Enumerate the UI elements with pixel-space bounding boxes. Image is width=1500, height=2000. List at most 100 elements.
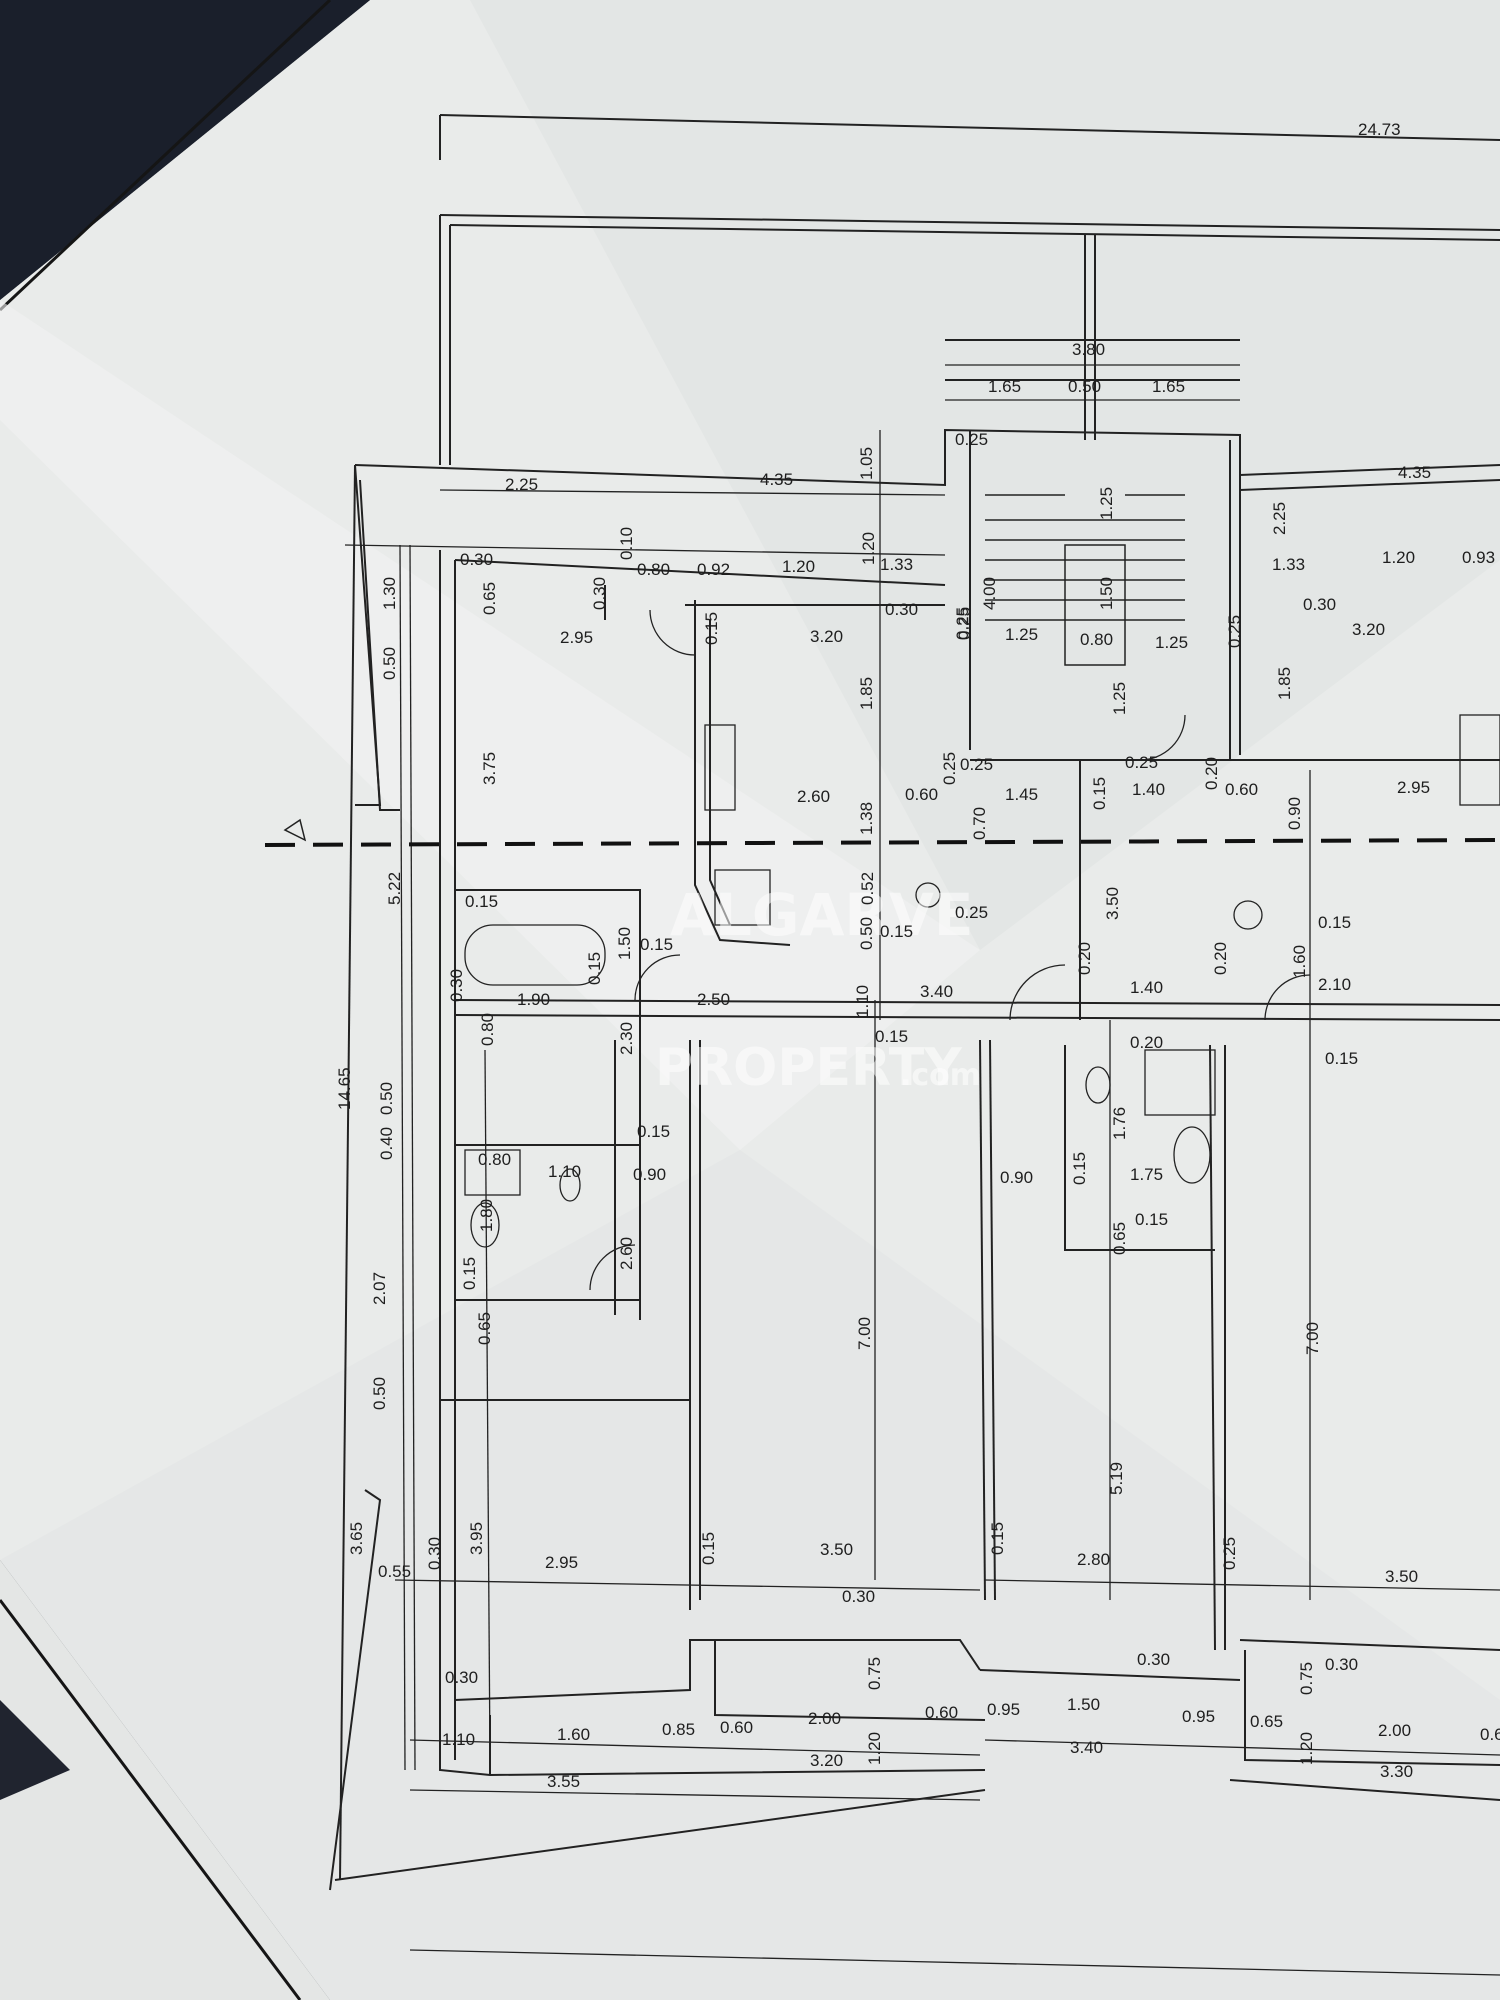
dim-label: 0.95 bbox=[987, 1700, 1020, 1719]
dim-label: 0.30 bbox=[447, 969, 466, 1002]
dim-label: 0.65 bbox=[1250, 1712, 1283, 1731]
dim-label: 3.20 bbox=[1352, 620, 1385, 639]
dim-label: 2.60 bbox=[617, 1237, 636, 1270]
dim-label: 3.30 bbox=[1380, 1762, 1413, 1781]
dim-label: 0.75 bbox=[865, 1657, 884, 1690]
dim-label: 0.95 bbox=[1182, 1707, 1215, 1726]
dimension-labels: 24.73 3.80 1.65 0.50 1.65 0.25 1.50 1.25… bbox=[335, 120, 1500, 1791]
dim-label: 2.30 bbox=[617, 1022, 636, 1055]
fixtures bbox=[464, 609, 1500, 1291]
dim-label: 0.30 bbox=[590, 577, 609, 610]
dim-label: 0.55 bbox=[378, 1562, 411, 1581]
dim-label: 0.70 bbox=[970, 807, 989, 840]
dim-label: 0.25 bbox=[955, 903, 988, 922]
dim-label: 1.90 bbox=[517, 990, 550, 1009]
dim-label: 3.50 bbox=[1385, 1567, 1418, 1586]
dim-label: 0.40 bbox=[377, 1127, 396, 1160]
dim-label: 0.80 bbox=[478, 1013, 497, 1046]
dim-label: 0.60 bbox=[905, 785, 938, 804]
dim-label: 1.76 bbox=[1110, 1107, 1129, 1140]
dim-label: 0.30 bbox=[425, 1537, 444, 1570]
dim-label: 1.20 bbox=[1297, 1732, 1316, 1765]
dim-label: 5.22 bbox=[385, 872, 404, 905]
dim-label: 0.60 bbox=[925, 1703, 958, 1722]
dim-label: 1.10 bbox=[548, 1162, 581, 1181]
toilet-left-icon bbox=[559, 1168, 581, 1202]
dim-label: 1.60 bbox=[1290, 945, 1309, 978]
dim-label: 2.60 bbox=[797, 787, 830, 806]
dim-label: 0.52 bbox=[858, 872, 877, 905]
dim-label: 1.75 bbox=[1130, 1165, 1163, 1184]
dim-label: 3.20 bbox=[810, 1751, 843, 1770]
dim-label: 3.55 bbox=[547, 1772, 580, 1791]
dim-label: 2.25 bbox=[505, 475, 538, 494]
dim-overall-width: 24.73 bbox=[1358, 120, 1401, 139]
dim-label: 0.25 bbox=[955, 430, 988, 449]
dim-label: 5.19 bbox=[1107, 1462, 1126, 1495]
dim-label: 1.40 bbox=[1132, 780, 1165, 799]
door-swing bbox=[649, 609, 696, 656]
bathtub-icon bbox=[464, 924, 606, 986]
dim-label: 1.10 bbox=[853, 985, 872, 1018]
shower-tray-icon bbox=[1144, 1049, 1216, 1116]
dim-label: 0.25 bbox=[953, 607, 972, 640]
dim-label: 0.30 bbox=[1137, 1650, 1170, 1669]
watermark-line2: PROPERTY bbox=[655, 1038, 963, 1098]
dim-label: 0.50 bbox=[377, 1082, 396, 1115]
dim-label: 1.85 bbox=[857, 677, 876, 710]
basin-left-icon bbox=[470, 1202, 500, 1248]
dim-label: 1.38 bbox=[857, 802, 876, 835]
dim-label: 2.00 bbox=[1378, 1721, 1411, 1740]
dim-label: 1.25 bbox=[1110, 682, 1129, 715]
dim-label: 0.15 bbox=[637, 1122, 670, 1141]
dim-label: 0.15 bbox=[460, 1257, 479, 1290]
dim-label: 0.10 bbox=[617, 527, 636, 560]
door-swing bbox=[1139, 714, 1186, 761]
dim-label: 3.95 bbox=[467, 1522, 486, 1555]
kitchen-sink-right-icon bbox=[1459, 714, 1500, 806]
dim-label: 0.30 bbox=[842, 1587, 875, 1606]
dim-label: 0.60 bbox=[1225, 780, 1258, 799]
fold-shade bbox=[470, 0, 1500, 950]
dim-label: 1.40 bbox=[1130, 978, 1163, 997]
dim-label: 1.50 bbox=[1097, 577, 1116, 610]
boiler-right-icon bbox=[1233, 900, 1263, 930]
dim-label: 4.35 bbox=[1398, 463, 1431, 482]
dim-label: 2.50 bbox=[697, 990, 730, 1009]
door-swing bbox=[1009, 964, 1066, 1021]
dim-label: 0.65 bbox=[1110, 1222, 1129, 1255]
dim-label: 1.65 bbox=[1152, 377, 1185, 396]
dim-label: 1.20 bbox=[1382, 548, 1415, 567]
dim-label: 0.30 bbox=[885, 600, 918, 619]
dim-label: 1.20 bbox=[782, 557, 815, 576]
dim-label: 1.85 bbox=[1275, 667, 1294, 700]
watermark-suffix: .com bbox=[900, 1058, 981, 1093]
dim-label: 0.80 bbox=[637, 560, 670, 579]
dim-stair-total: 3.80 bbox=[1072, 340, 1105, 359]
dim-label: 0.25 bbox=[940, 752, 959, 785]
dim-label: 1.50 bbox=[615, 927, 634, 960]
dimension-lines bbox=[344, 364, 1500, 1976]
dim-label: 0.65 bbox=[475, 1312, 494, 1345]
dim-label: 0.6 bbox=[1480, 1725, 1500, 1744]
dim-label: 1.10 bbox=[442, 1730, 475, 1749]
door-swing bbox=[589, 1244, 636, 1291]
dim-label: 1.25 bbox=[1005, 625, 1038, 644]
dim-label: 0.15 bbox=[988, 1522, 1007, 1555]
watermark-line1: ALGARVE bbox=[670, 881, 974, 949]
dim-label: 0.30 bbox=[1303, 595, 1336, 614]
plan-walls bbox=[329, 114, 1500, 1891]
dim-label: 0.15 bbox=[880, 922, 913, 941]
dim-label: 1.60 bbox=[557, 1725, 590, 1744]
dim-label: 0.15 bbox=[1135, 1210, 1168, 1229]
dim-label: 4.00 bbox=[980, 577, 999, 610]
dim-label: 0.90 bbox=[1285, 797, 1304, 830]
dim-label: 0.93 bbox=[1462, 548, 1495, 567]
dim-label: 3.40 bbox=[1070, 1738, 1103, 1757]
dim-label: 2.80 bbox=[1077, 1550, 1110, 1569]
dim-room1-width: 2.95 bbox=[560, 628, 593, 647]
cooktop-icon bbox=[714, 869, 771, 926]
dim-label: 0.90 bbox=[1000, 1168, 1033, 1187]
dim-label: 0.15 bbox=[1318, 913, 1351, 932]
